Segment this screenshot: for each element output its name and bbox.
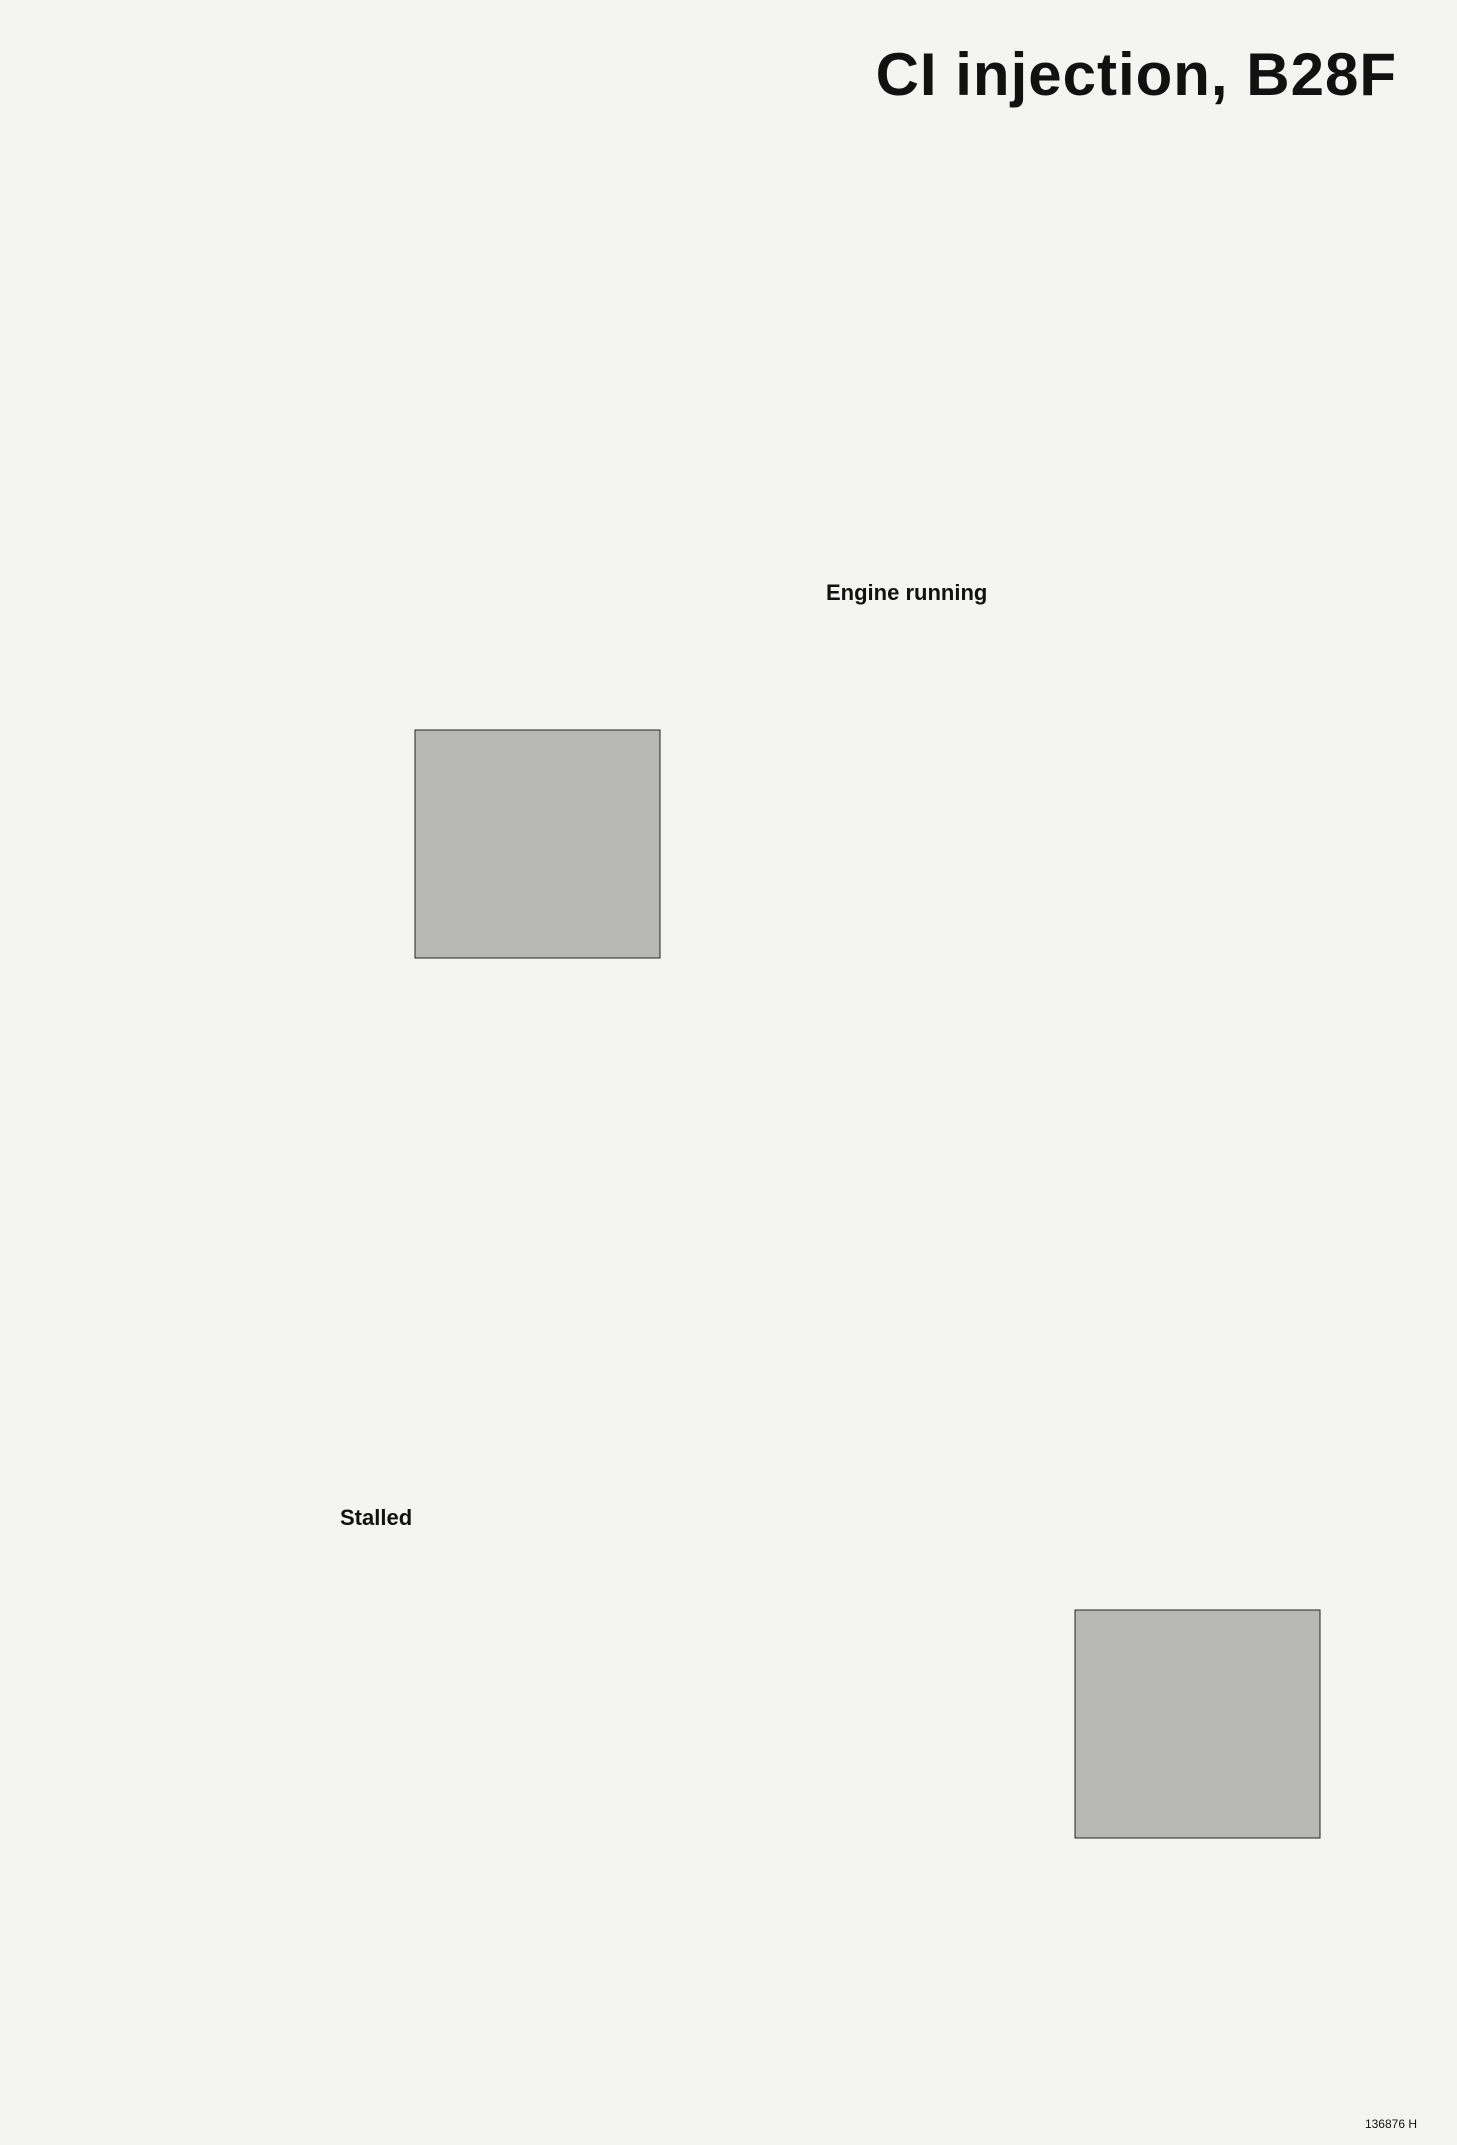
relay-panel: 1459117980119120128171175177187188189191… bbox=[1074, 1609, 1321, 1839]
caption-stalled: Stalled bbox=[340, 1505, 413, 1530]
caption-engine-running: Engine running bbox=[826, 580, 988, 605]
relay-panel: 1459117980119120128171175177187188189191… bbox=[414, 729, 661, 959]
drawing-reference: 136876 H bbox=[1364, 2117, 1417, 2131]
page-title: CI injection, B28F bbox=[875, 41, 1397, 108]
